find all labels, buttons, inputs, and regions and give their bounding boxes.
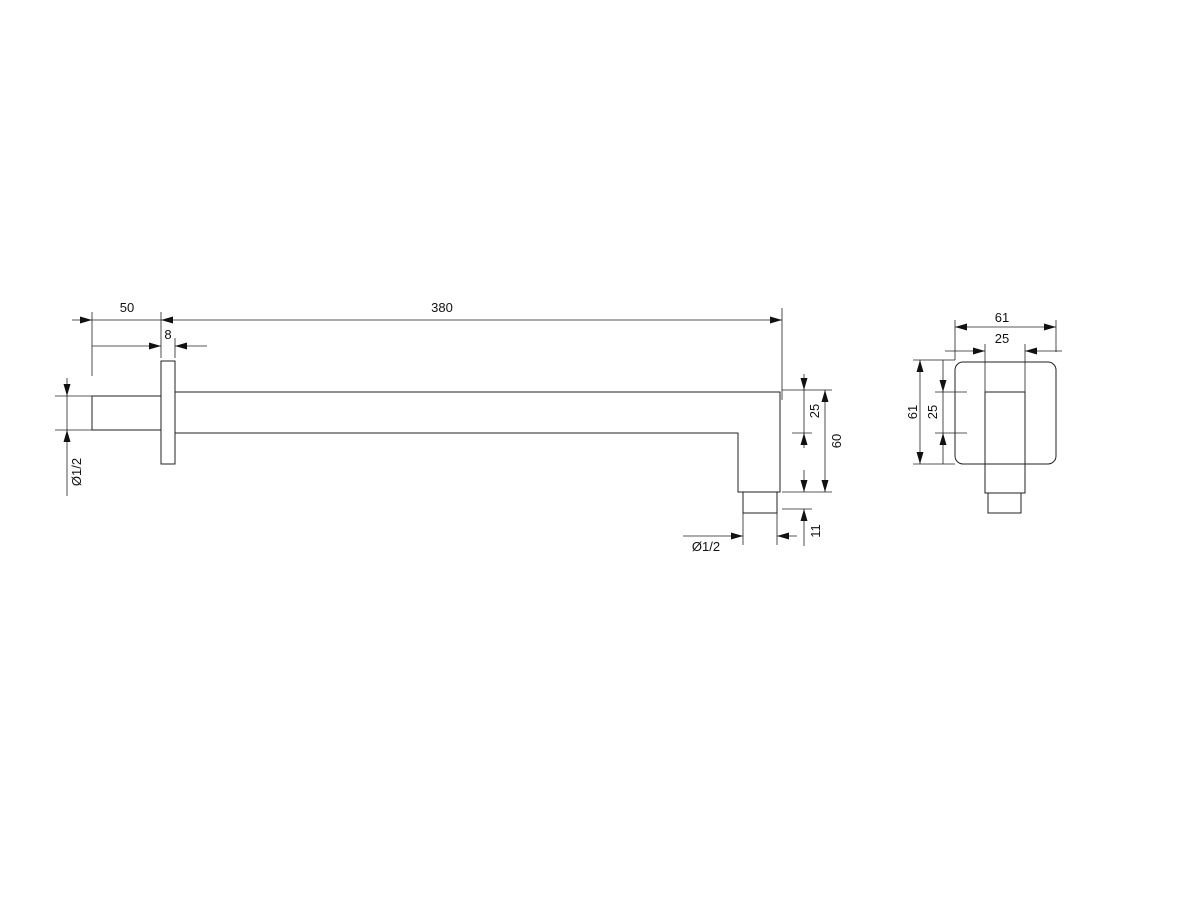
end-arm-section	[984, 391, 1026, 494]
dim-text-61-height: 61	[905, 405, 920, 419]
dimension-arm-width: 25	[945, 331, 1062, 392]
dim-text-11: 11	[808, 524, 823, 538]
dimension-total-drop: 60	[782, 390, 844, 493]
dim-text-25-height: 25	[925, 405, 940, 419]
dim-text-61-width: 61	[995, 310, 1009, 325]
dimension-flange-thickness: 8	[92, 327, 207, 358]
dimension-arm-length: 380	[161, 300, 783, 400]
dim-text-25-width: 25	[995, 331, 1009, 346]
dimension-flange-width: 61	[954, 310, 1057, 360]
dimension-flange-height: 61	[905, 359, 955, 465]
end-flange	[954, 361, 1057, 465]
dim-text-380: 380	[431, 300, 453, 315]
inlet-pipe	[91, 395, 162, 431]
dim-text-50: 50	[120, 300, 134, 315]
dim-text-8: 8	[164, 327, 171, 342]
dim-text-inlet-thread: Ø1/2	[69, 458, 84, 486]
wall-flange	[160, 360, 176, 465]
dimension-inlet-thread: Ø1/2	[55, 378, 92, 496]
dimension-outlet-thread: Ø1/2	[683, 513, 797, 554]
dimension-end-arm-height: 25	[925, 360, 967, 464]
outlet-fitting	[742, 491, 778, 514]
end-outlet	[987, 492, 1022, 514]
dimension-outlet-length: 11	[782, 470, 823, 546]
dim-text-25-arm: 25	[807, 404, 822, 418]
side-view: 50 8 380 Ø1/2	[55, 300, 844, 554]
dimension-arm-height: 25	[782, 374, 832, 448]
shower-arm	[175, 391, 781, 493]
dim-text-outlet-thread: Ø1/2	[692, 539, 720, 554]
dim-text-60: 60	[829, 434, 844, 448]
end-view: 61 25 61 25	[905, 310, 1062, 514]
dimension-wall-length: 50	[72, 300, 162, 376]
